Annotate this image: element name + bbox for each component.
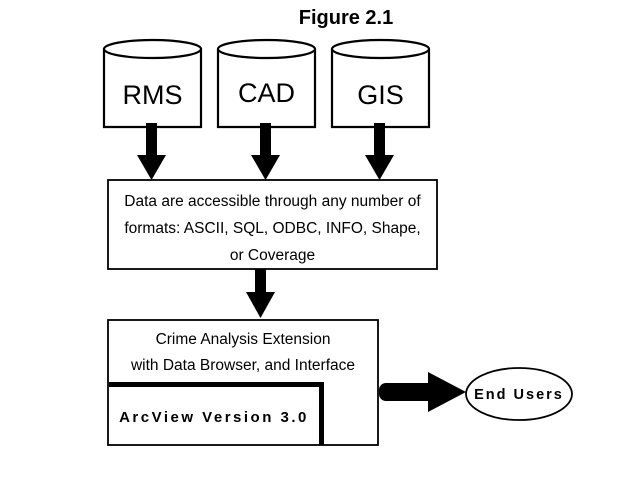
figure-title: Figure 2.1 bbox=[299, 7, 393, 29]
formats-box: Data are accessible through any number o… bbox=[107, 179, 438, 270]
database-gis-label: GIS bbox=[357, 80, 404, 110]
extension-line-1: Crime Analysis Extension bbox=[156, 331, 331, 348]
arrow-to-end-users bbox=[379, 372, 466, 412]
database-cad: CAD bbox=[216, 38, 317, 129]
arrow-cad-to-formats bbox=[251, 123, 280, 180]
formats-line-2: formats: ASCII, SQL, ODBC, INFO, Shape, bbox=[124, 220, 420, 237]
arrow-gis-to-formats bbox=[365, 123, 394, 180]
database-gis: GIS bbox=[330, 38, 431, 129]
end-users-node: End Users bbox=[465, 367, 573, 421]
formats-line-3: or Coverage bbox=[230, 247, 315, 264]
formats-line-1: Data are accessible through any number o… bbox=[124, 193, 421, 210]
arrow-formats-to-extension bbox=[246, 269, 275, 318]
extension-line-2: with Data Browser, and Interface bbox=[130, 357, 355, 374]
database-cad-label: CAD bbox=[238, 78, 295, 108]
arcview-box: ArcView Version 3.0 bbox=[109, 382, 324, 445]
end-users-label: End Users bbox=[474, 387, 564, 403]
arcview-label: ArcView Version 3.0 bbox=[119, 409, 309, 426]
database-rms: RMS bbox=[102, 38, 203, 129]
database-rms-label: RMS bbox=[123, 80, 183, 110]
arrow-rms-to-formats bbox=[137, 123, 166, 180]
